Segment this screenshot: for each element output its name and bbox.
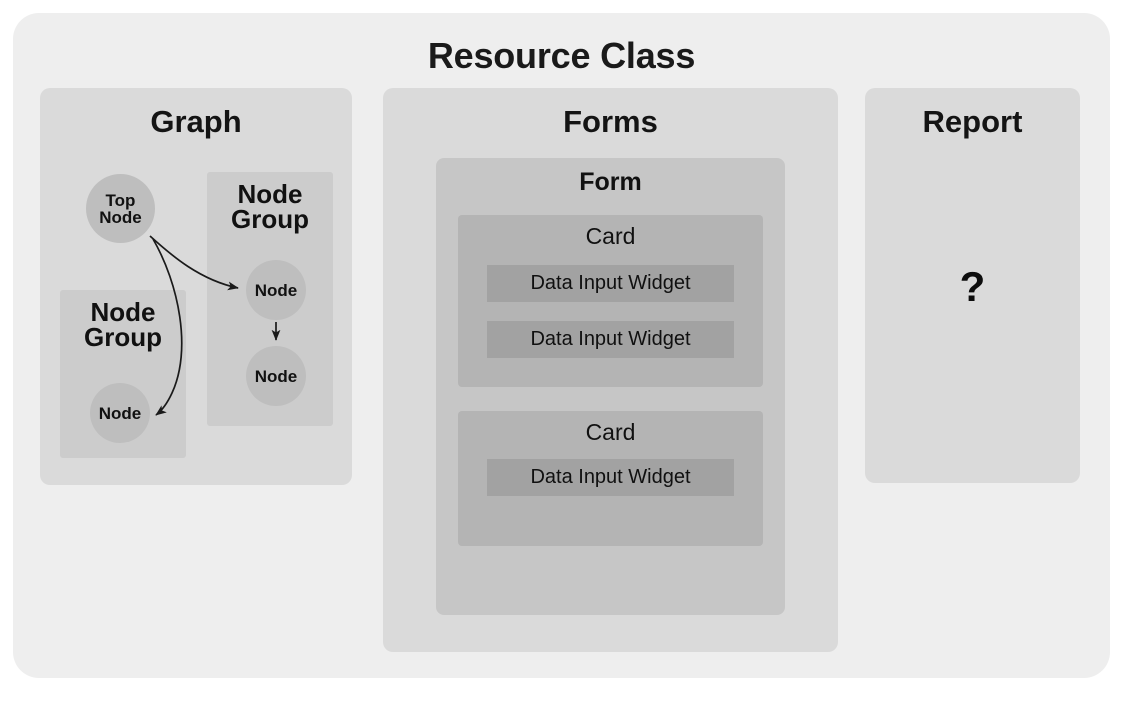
form-title: Form [579,168,642,196]
graph-node-left-1-label: Node [98,403,142,423]
report-placeholder-question-mark: ? [959,263,986,310]
forms-panel-title: Forms [563,104,658,139]
graph-node-right-1[interactable]: Node [246,260,306,320]
report-panel: Report ? [865,88,1080,483]
card-2[interactable]: Card Data Input Widget [458,411,763,546]
graph-node-left-1[interactable]: Node [90,383,150,443]
form-box: Form Card Data Input Widget Data Input W… [436,158,785,615]
forms-panel: Forms Form Card Data Input Widget Data I… [383,88,838,652]
data-input-widget-2-1[interactable]: Data Input Widget [487,459,734,496]
graph-node-right-2[interactable]: Node [246,346,306,406]
graph-panel-title: Graph [150,104,242,139]
report-panel-title: Report [922,104,1023,139]
card-2-title: Card [585,419,636,445]
graph-node-right-2-label: Node [254,366,298,386]
data-input-widget-1-2[interactable]: Data Input Widget [487,321,734,358]
data-input-widget-1-1[interactable]: Data Input Widget [487,265,734,302]
card-1[interactable]: Card Data Input Widget Data Input Widget [458,215,763,387]
card-1-title: Card [585,223,636,249]
graph-node-right-1-label: Node [254,280,298,300]
page-title: Resource Class [427,35,696,76]
